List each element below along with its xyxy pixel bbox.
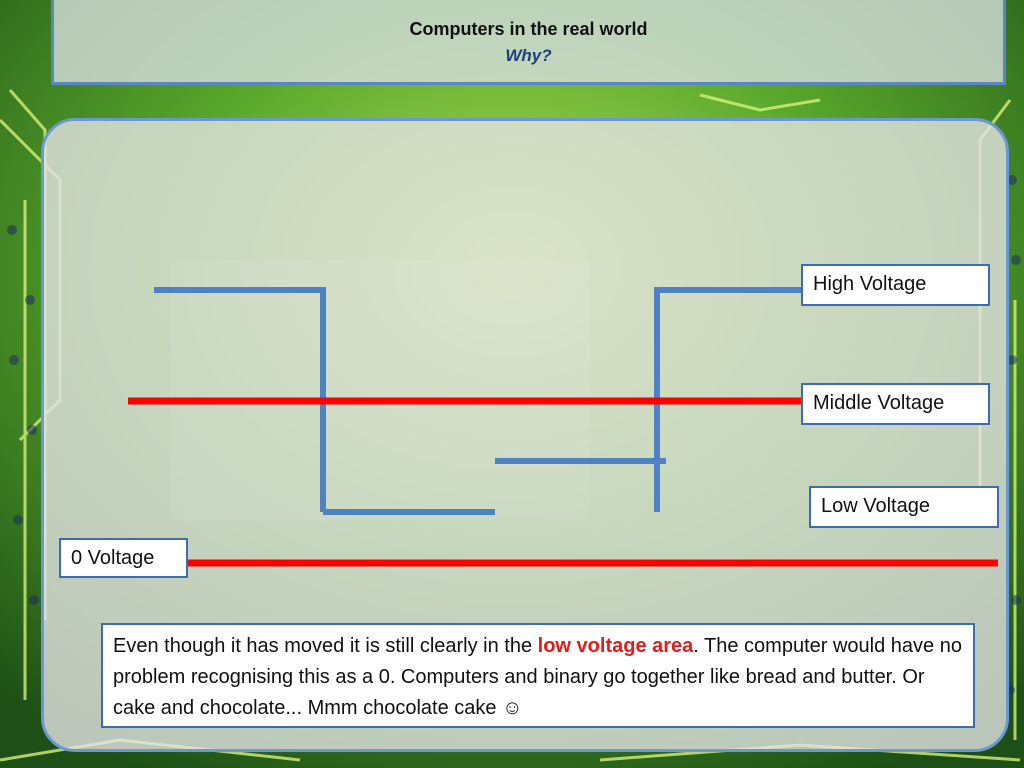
signal-waveform [154,287,803,515]
label-middle-voltage: Middle Voltage [801,383,990,425]
slide-title: Computers in the real world [409,19,648,39]
slide-subtitle: Why? [505,46,552,65]
note-text-after: . The computer would have no problem rec… [113,635,962,719]
note-highlight: low voltage area [537,635,694,657]
note-text-before: Even though it has moved it is still cle… [113,635,538,657]
label-zero-voltage: 0 Voltage [59,538,188,578]
label-low-voltage: Low Voltage [809,486,999,528]
title-box: Computers in the real world Why? [51,0,1006,85]
explanation-note: Even though it has moved it is still cle… [101,623,975,728]
label-high-voltage: High Voltage [801,264,990,306]
